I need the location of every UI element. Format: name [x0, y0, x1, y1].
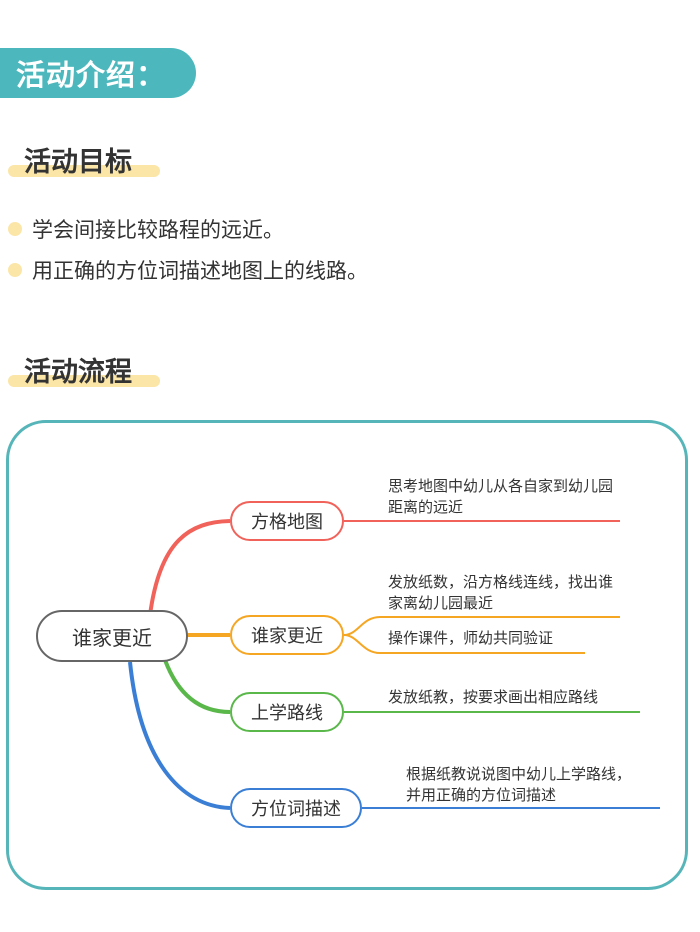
note-line-branch-2a — [343, 616, 620, 636]
branch-note-text: 发放纸教，按要求画出相应路线 — [388, 688, 599, 706]
branch-note: 思考地图中幼儿从各自家到幼儿园距离的远近 — [388, 476, 624, 518]
branch-note: 操作课件，师幼共同验证 — [388, 628, 624, 649]
branch-note: 根据纸教说说图中幼儿上学路线，并用正确的方位词描述 — [406, 764, 642, 806]
goals-heading-text: 活动目标 — [24, 147, 132, 178]
branch-note-text: 发放纸数，沿方格线连线，找出谁家离幼儿园最近 — [388, 573, 614, 612]
branch-node: 谁家更近 — [230, 615, 344, 655]
goal-item: 学会间接比较路程的远近。 — [8, 214, 284, 244]
note-line-branch-2b — [343, 634, 585, 654]
branch-note: 发放纸数，沿方格线连线，找出谁家离幼儿园最近 — [388, 572, 624, 614]
bullet-dot-icon — [8, 263, 22, 277]
center-node-label: 谁家更近 — [72, 625, 152, 650]
goal-item-text: 用正确的方位词描述地图上的线路。 — [32, 259, 368, 283]
branch-node: 方位词描述 — [230, 788, 362, 828]
section-banner: 活动介绍： — [0, 48, 196, 98]
branch-node: 上学路线 — [230, 692, 344, 732]
connector-branch-1 — [148, 519, 231, 616]
banner-title: 活动介绍： — [16, 58, 167, 92]
process-heading: 活动流程 — [8, 350, 160, 389]
goal-item: 用正确的方位词描述地图上的线路。 — [8, 255, 368, 285]
mindmap-center-node: 谁家更近 — [36, 610, 188, 662]
branch-node-label: 方位词描述 — [251, 799, 341, 820]
branch-note: 发放纸教，按要求画出相应路线 — [388, 687, 644, 708]
connector-branch-3 — [163, 659, 231, 714]
goal-item-text: 学会间接比较路程的远近。 — [32, 218, 284, 242]
branch-note-text: 根据纸教说说图中幼儿上学路线，并用正确的方位词描述 — [406, 765, 632, 804]
branch-node-label: 方格地图 — [251, 512, 323, 533]
mindmap-frame — [6, 420, 688, 890]
process-heading-text: 活动流程 — [24, 357, 132, 388]
bullet-dot-icon — [8, 222, 22, 236]
branch-note-text: 操作课件，师幼共同验证 — [388, 629, 554, 647]
goals-heading: 活动目标 — [8, 140, 160, 179]
branch-node-label: 上学路线 — [251, 703, 323, 724]
branch-note-text: 思考地图中幼儿从各自家到幼儿园距离的远近 — [388, 477, 614, 516]
branch-node: 方格地图 — [230, 501, 344, 541]
connector-branch-4 — [128, 661, 231, 810]
branch-node-label: 谁家更近 — [251, 626, 323, 647]
